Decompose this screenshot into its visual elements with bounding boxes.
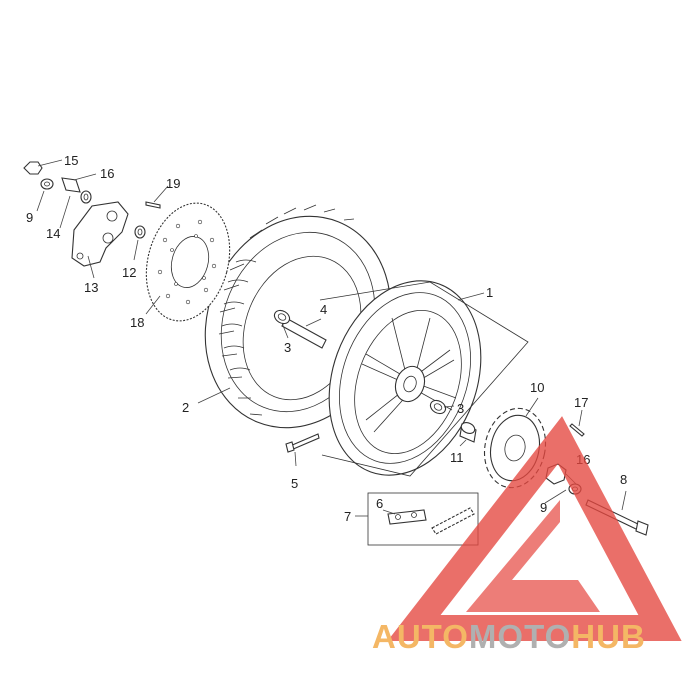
callout-17: 17	[574, 395, 588, 410]
watermark-hub: HUB	[571, 618, 646, 655]
callout-16a: 16	[100, 166, 114, 181]
callout-7: 7	[344, 509, 351, 524]
callout-18: 18	[130, 315, 144, 330]
watermark-text: AUTOMOTOHUB	[372, 618, 646, 655]
automotohub-watermark: AUTOMOTOHUB	[372, 416, 682, 655]
leader-lines	[36, 159, 627, 517]
callout-10: 10	[530, 380, 544, 395]
callout-5: 5	[291, 476, 298, 491]
caliper-bracket-part	[71, 201, 129, 267]
left-hardware	[23, 161, 161, 239]
chain-kit-part	[367, 492, 479, 546]
watermark-auto: AUTO	[372, 618, 469, 655]
callout-13: 13	[84, 280, 98, 295]
callout-3b: 3	[457, 401, 464, 416]
watermark-moto: MOTO	[469, 618, 571, 655]
callout-9a: 9	[26, 210, 33, 225]
spacer-11	[459, 422, 477, 443]
callout-2: 2	[182, 400, 189, 415]
callout-14: 14	[46, 226, 60, 241]
callout-8: 8	[620, 472, 627, 487]
callout-1: 1	[486, 285, 493, 300]
brake-disc-part	[145, 202, 231, 322]
callout-11: 11	[450, 450, 464, 465]
warning-triangle-icon	[387, 416, 682, 641]
callout-15: 15	[64, 153, 78, 168]
callout-19: 19	[166, 176, 180, 191]
callout-9b: 9	[540, 500, 547, 515]
callout-6: 6	[376, 496, 383, 511]
callout-12: 12	[122, 265, 136, 280]
spacer-and-bearings	[273, 309, 447, 415]
bolt-5	[285, 433, 320, 453]
callout-3a: 3	[284, 340, 291, 355]
callout-4: 4	[320, 302, 327, 317]
